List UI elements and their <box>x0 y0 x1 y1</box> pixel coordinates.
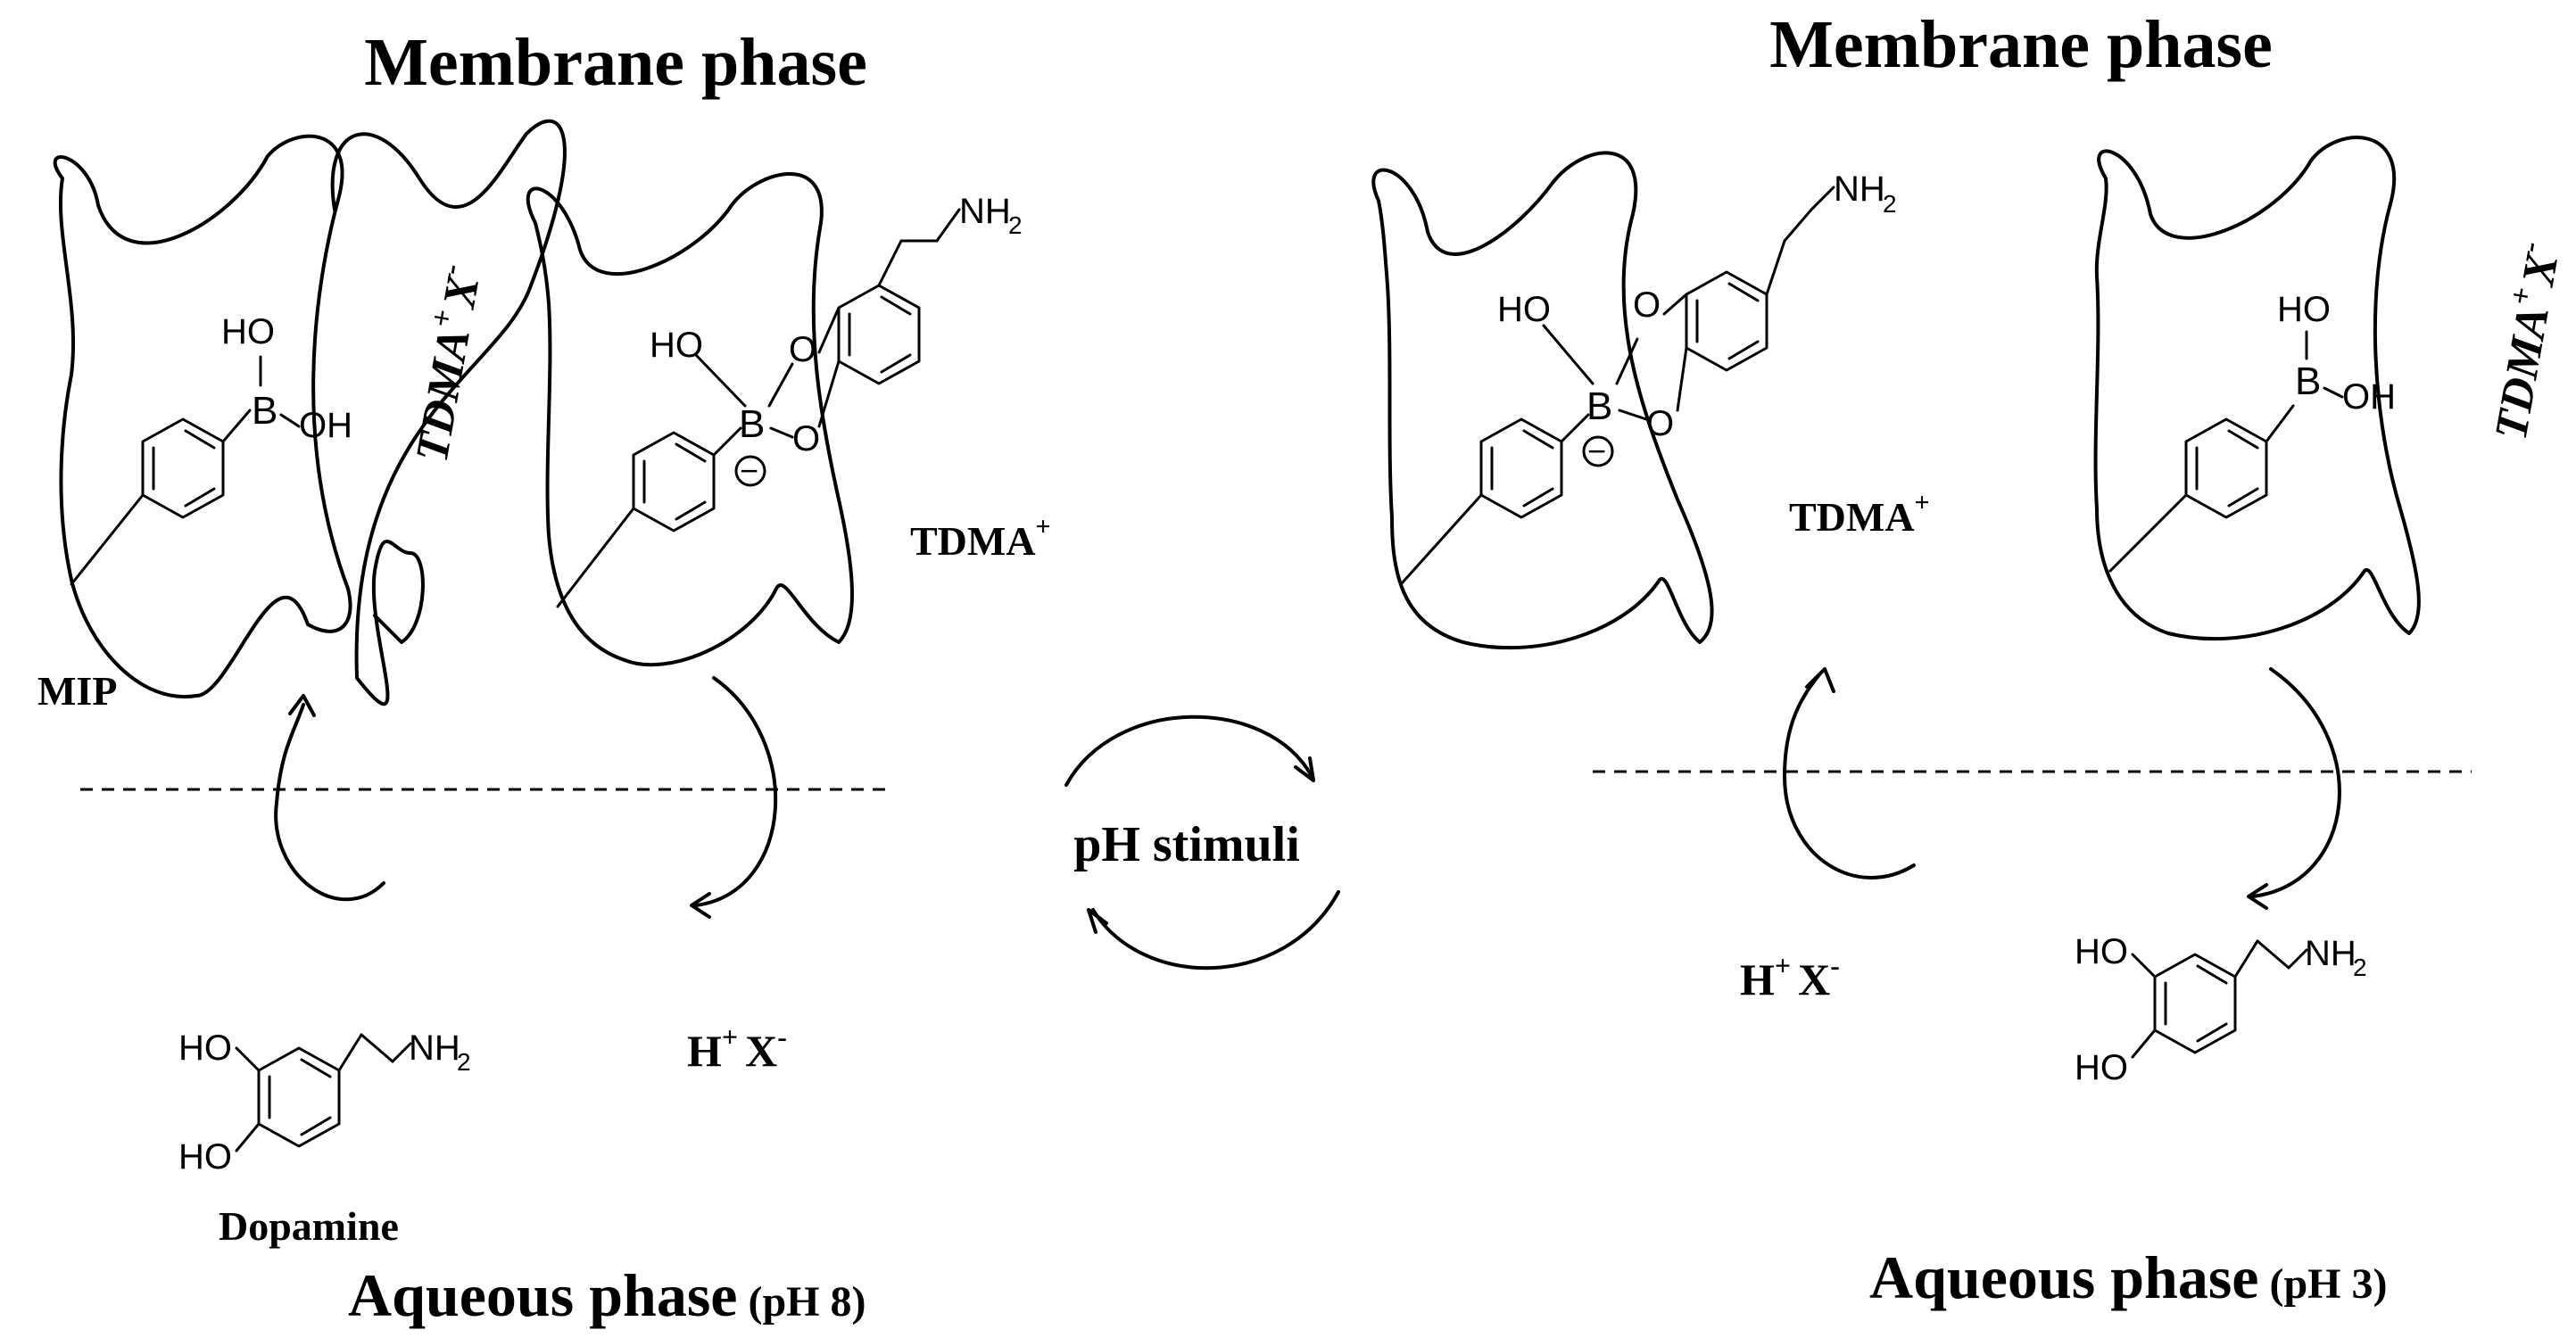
right-hx-label: H+X- <box>1740 949 1840 1004</box>
svg-text:2: 2 <box>1883 190 1897 218</box>
svg-text:B: B <box>1586 384 1612 428</box>
center-reverse-arrow <box>1091 890 1340 970</box>
right-tdma-x-label: TDMA+X- <box>2481 239 2571 443</box>
center-stimuli-label: pH stimuli <box>1073 817 1300 872</box>
svg-text:NH: NH <box>1834 169 1885 209</box>
right-release-arrowhead <box>2247 883 2268 910</box>
svg-text:HO: HO <box>650 326 703 365</box>
svg-text:O: O <box>789 330 816 369</box>
svg-text:HO: HO <box>1497 290 1551 329</box>
right-membrane-title: Membrane phase <box>1769 7 2273 82</box>
right-mip-outline-2 <box>2093 136 2421 641</box>
svg-text:NH: NH <box>959 192 1011 231</box>
right-phenylboronic-acid: B HO OH <box>2108 290 2396 573</box>
right-tdma-label: TDMA+ <box>1789 488 1930 540</box>
right-panel: Membrane phase B − HO O O <box>1371 7 2571 1311</box>
left-mip-outline-1 <box>53 134 352 699</box>
svg-text:2: 2 <box>2353 954 2367 981</box>
svg-text:HO: HO <box>2075 932 2128 971</box>
center-forward-arrowhead <box>1294 756 1315 782</box>
svg-text:2: 2 <box>457 1048 471 1076</box>
right-aqueous-title: Aqueous phase(pH 3) <box>1869 1243 2388 1311</box>
svg-text:NH: NH <box>409 1028 460 1068</box>
right-release-arrow <box>2251 667 2341 898</box>
dopamine-molecule-right: HO HO NH 2 <box>2075 932 2367 1087</box>
svg-text:O: O <box>1646 404 1674 443</box>
svg-text:HO: HO <box>2277 290 2331 329</box>
left-mip-outline-2 <box>526 172 854 667</box>
svg-text:B: B <box>2295 359 2321 403</box>
center-reverse-arrowhead <box>1087 908 1108 934</box>
right-mip-outline-1 <box>1371 151 1714 650</box>
left-release-arrowhead <box>690 892 711 919</box>
right-uptake-arrow <box>1783 672 1916 880</box>
left-phenylboronic-acid: B HO OH <box>70 312 352 586</box>
left-uptake-arrowhead <box>288 694 316 717</box>
dopamine-label: Dopamine <box>219 1203 399 1249</box>
dopamine-molecule-left: HO HO NH 2 <box>178 1028 471 1177</box>
svg-text:TDMA+X-: TDMA+X- <box>2481 239 2571 443</box>
svg-text:O: O <box>1633 285 1661 325</box>
svg-text:OH: OH <box>299 406 352 445</box>
center-panel: pH stimuli <box>1064 714 1340 970</box>
right-uptake-arrowhead <box>1805 667 1835 693</box>
left-aqueous-title: Aqueous phase(pH 8) <box>348 1261 866 1329</box>
right-boronate-ester-complex: B − HO O O NH 2 <box>1399 169 1897 586</box>
svg-text:HO: HO <box>221 312 275 351</box>
svg-text:−: − <box>1587 433 1606 469</box>
mip-label: MIP <box>37 668 117 714</box>
left-membrane-title: Membrane phase <box>364 25 867 100</box>
left-release-arrow <box>694 676 778 907</box>
svg-text:HO: HO <box>178 1137 232 1177</box>
left-panel: Membrane phase B HO OH B <box>37 25 1051 1329</box>
svg-text:OH: OH <box>2342 377 2396 417</box>
svg-text:2: 2 <box>1008 211 1023 239</box>
svg-text:HO: HO <box>178 1028 232 1068</box>
svg-text:HO: HO <box>2075 1048 2128 1087</box>
left-uptake-arrow <box>274 703 385 902</box>
left-tdma-label: TDMA+ <box>910 512 1051 564</box>
left-mip-cavity-1 <box>330 119 567 706</box>
left-hx-label: H+X- <box>687 1020 787 1076</box>
svg-text:B: B <box>739 402 765 446</box>
svg-text:O: O <box>792 419 820 458</box>
left-boronate-ester-complex: B − HO O O NH 2 <box>556 192 1023 608</box>
svg-text:−: − <box>740 452 758 489</box>
svg-text:B: B <box>252 389 277 433</box>
svg-text:NH: NH <box>2305 934 2357 973</box>
center-forward-arrow <box>1064 714 1313 787</box>
